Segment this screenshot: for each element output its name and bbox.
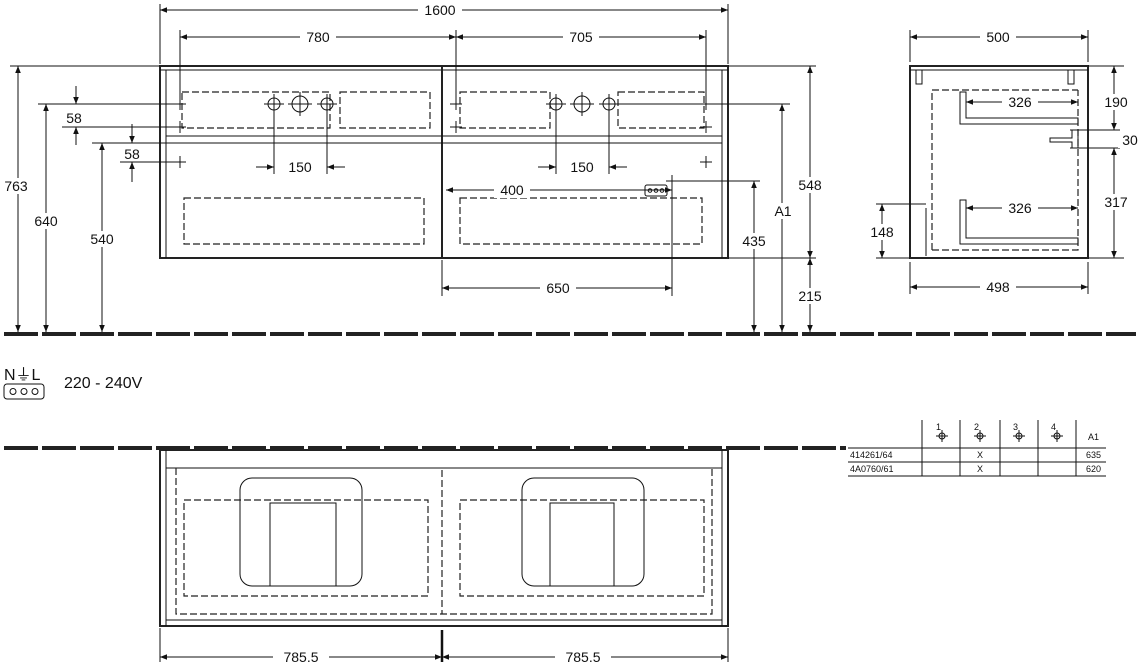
dim-left-offset: 780	[306, 29, 330, 45]
upper-drawer-left-a	[181, 91, 331, 129]
table-cell: X	[977, 464, 983, 474]
dim-label-a1: A1	[774, 203, 791, 219]
siphon-left	[269, 502, 337, 587]
dim-height-190: 190	[1104, 94, 1128, 110]
faucet-hole-icon-3	[1013, 430, 1025, 442]
table-cell-a1: 635	[1086, 450, 1101, 460]
faucet-hole-icon-4	[1051, 430, 1063, 442]
dim-lower-drawer-depth: 326	[1008, 200, 1032, 216]
upper-drawer-left-b	[339, 91, 431, 129]
dim-lower-width: 650	[546, 280, 570, 296]
lower-drawer-right	[459, 197, 703, 245]
spec-table: 1 2 3 4 A1 414261/64 X 635 4A0760/61 X 6…	[848, 420, 1106, 477]
dim-right-offset: 705	[569, 29, 593, 45]
col-header-a1: A1	[1088, 432, 1099, 442]
dim-hole-spacing-left: 150	[288, 159, 312, 175]
dim-height-317: 317	[1104, 194, 1128, 210]
plumbing-holes-right	[546, 92, 619, 116]
dim-half-width-right: 785.5	[565, 649, 600, 665]
col-header-1: 1	[936, 422, 941, 432]
side-view: 500 326 326 498 190 30 317 148	[866, 29, 1140, 295]
top-view: 785.5 785.5	[4, 446, 846, 665]
lower-drawer-left	[183, 197, 425, 245]
basin-left	[239, 477, 363, 587]
dim-upper-drawer-depth: 326	[1008, 94, 1032, 110]
dim-height-540: 540	[90, 231, 114, 247]
col-header-3: 3	[1013, 422, 1018, 432]
upper-drawer-right-b	[617, 91, 705, 129]
side-cabinet-outline	[909, 65, 1089, 259]
voltage-label: 220 - 240V	[64, 375, 143, 392]
table-row-model: 4A0760/61	[850, 464, 894, 474]
dim-overall-width: 1600	[424, 2, 455, 18]
dim-height-30: 30	[1122, 132, 1138, 148]
terminal-label: N⏚L	[4, 366, 41, 384]
siphon-right	[549, 502, 615, 587]
front-view: 1600 780 705 58 58 150 15	[2, 2, 1136, 336]
dim-total-height: 763	[4, 178, 28, 194]
top-drawer-right	[459, 499, 705, 597]
dim-height-148: 148	[870, 224, 894, 240]
dim-drawer-height-top: 58	[66, 110, 82, 126]
basin-right	[521, 477, 645, 587]
dim-drawer-height-second: 58	[124, 146, 140, 162]
dim-depth-top: 500	[986, 29, 1010, 45]
table-cell: X	[977, 450, 983, 460]
dim-depth-bottom: 498	[986, 279, 1010, 295]
front-cabinet-outline	[159, 65, 729, 259]
faucet-hole-icon-1	[936, 430, 948, 442]
electrical-symbol: N⏚L 220 - 240V	[3, 366, 143, 400]
upper-drawer-right-a	[459, 91, 551, 129]
dim-height-640: 640	[34, 213, 58, 229]
plumbing-holes-left	[264, 92, 337, 116]
dim-hole-spacing-right: 150	[570, 159, 594, 175]
col-header-2: 2	[974, 422, 979, 432]
faucet-hole-icon-2	[974, 430, 986, 442]
table-row-model: 414261/64	[850, 450, 893, 460]
col-header-4: 4	[1051, 422, 1056, 432]
top-drawer-left	[183, 499, 429, 597]
dim-socket-offset: 400	[500, 182, 524, 198]
dim-half-width-left: 785.5	[283, 649, 318, 665]
dim-height-435: 435	[742, 233, 766, 249]
table-cell-a1: 620	[1086, 464, 1101, 474]
top-cabinet-outline	[159, 449, 729, 627]
dim-floor-clearance: 215	[798, 288, 822, 304]
dim-height-548: 548	[798, 177, 822, 193]
